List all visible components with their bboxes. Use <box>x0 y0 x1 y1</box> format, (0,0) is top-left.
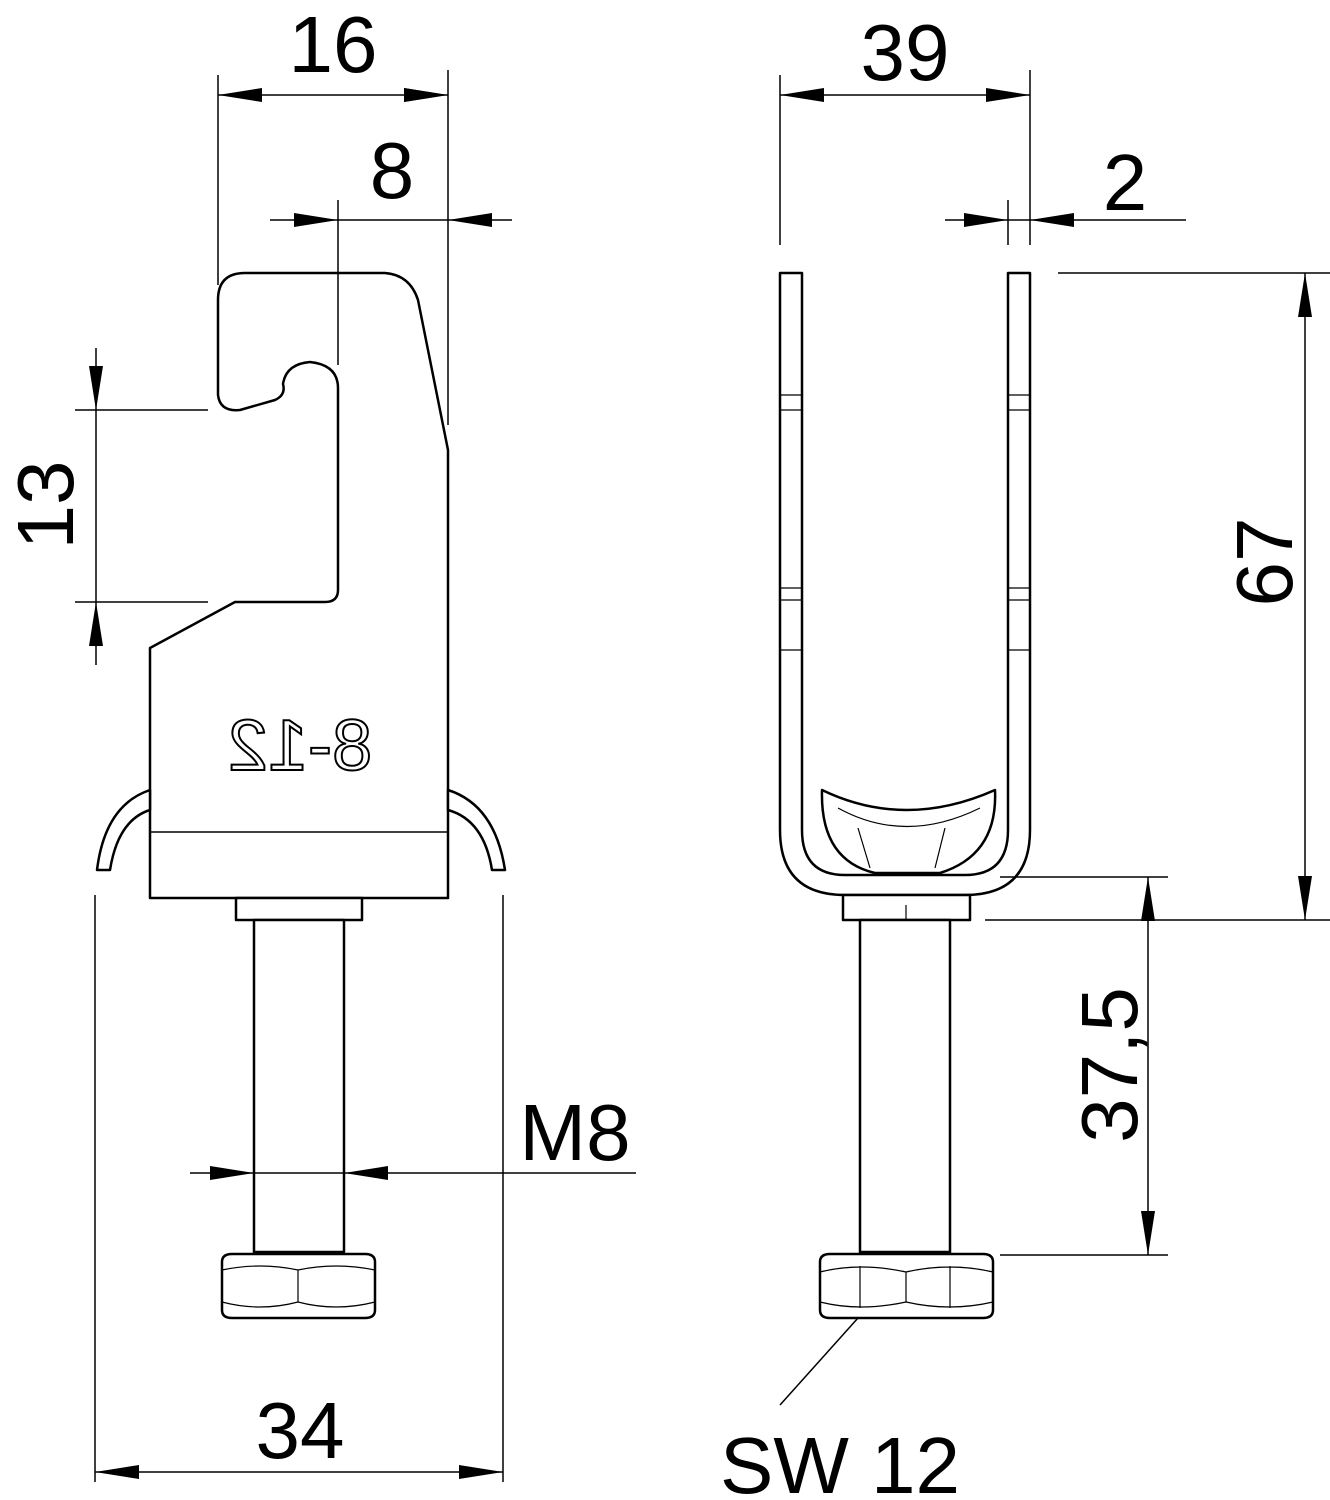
dim-m8: M8 <box>519 1088 630 1177</box>
side-view: 8-12 16 8 13 34 M8 <box>1 0 636 1482</box>
saddle <box>820 788 997 875</box>
front-view: 39 2 67 37,5 SW 12 <box>720 8 1330 1500</box>
dim-8: 8 <box>370 126 415 215</box>
dim-16: 16 <box>289 0 378 89</box>
size-marking: 8-12 <box>228 706 372 786</box>
dim-39: 39 <box>861 8 950 97</box>
clip-body <box>148 271 450 900</box>
dim-sw12: SW 12 <box>720 1421 960 1500</box>
right-spring-tab <box>446 788 507 872</box>
washer <box>234 896 364 922</box>
dim-67: 67 <box>1220 518 1309 607</box>
dim-2: 2 <box>1103 138 1148 227</box>
dim-34: 34 <box>256 1386 345 1475</box>
bolt <box>858 918 952 1254</box>
dim-37-5: 37,5 <box>1065 987 1154 1143</box>
dim-13: 13 <box>1 461 90 550</box>
left-spring-tab <box>95 788 152 872</box>
u-bracket <box>778 271 1032 897</box>
bolt <box>252 918 346 1254</box>
